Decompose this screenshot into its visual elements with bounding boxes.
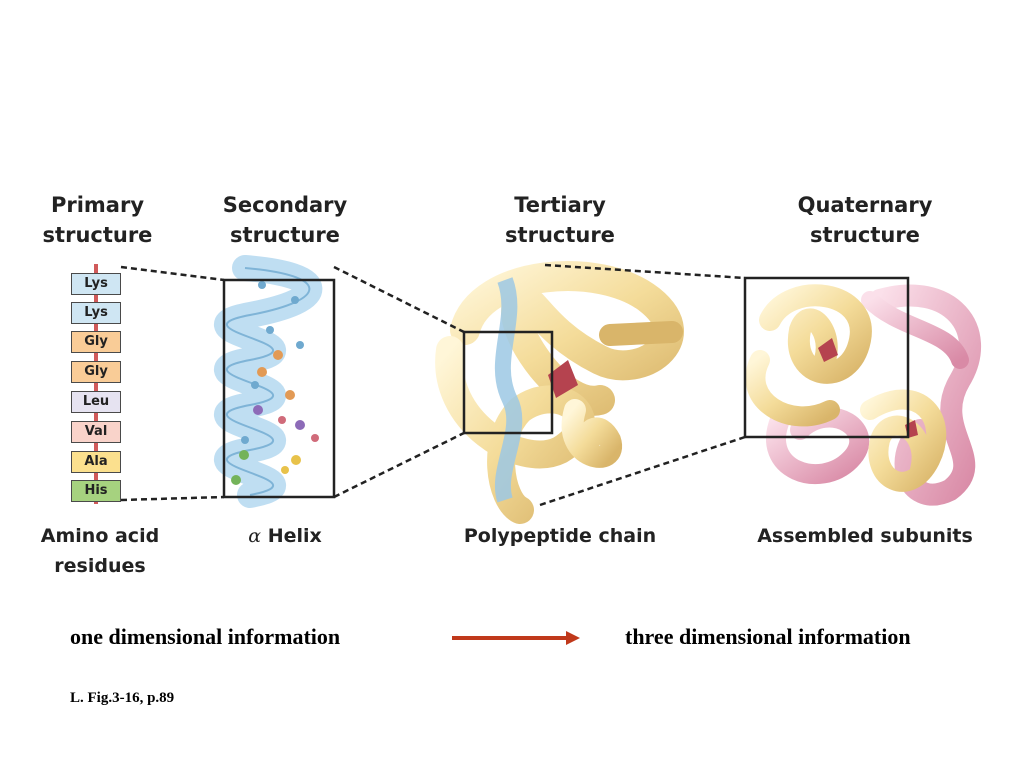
primary-caption: Amino acid residues [20, 521, 180, 581]
primary-structure-heading: Primary structure [30, 190, 165, 250]
secondary-caption: α Helix [215, 521, 355, 551]
quaternary-heading-line2: structure [810, 223, 920, 247]
connector-primary-bottom [120, 495, 225, 502]
quaternary-caption: Assembled subunits [745, 521, 985, 551]
tertiary-heading-line2: structure [505, 223, 615, 247]
helix-frame [222, 278, 336, 499]
information-arrow [452, 631, 580, 645]
tertiary-frame [462, 330, 554, 435]
primary-caption-line1: Amino acid [40, 525, 160, 547]
residue-box: Ala [71, 451, 121, 473]
residue-box: Lys [71, 273, 121, 295]
assembled-subunits-label: Assembled subunits [757, 525, 973, 547]
figure-reference: L. Fig.3-16, p.89 [70, 690, 175, 706]
residue-box: Val [71, 421, 121, 443]
secondary-heading-line1: Secondary [222, 193, 348, 217]
tertiary-heading-line1: Tertiary [514, 193, 606, 217]
connector-tertiary-top [544, 263, 746, 280]
residue-box: Lys [71, 302, 121, 324]
residue-box: Gly [71, 361, 121, 383]
primary-heading-line2: structure [42, 223, 153, 247]
alpha-symbol: α [248, 525, 262, 547]
quaternary-structure-heading: Quaternary structure [780, 190, 950, 250]
quaternary-structure-illustration [743, 276, 982, 506]
tertiary-structure-heading: Tertiary structure [480, 190, 640, 250]
primary-caption-line2: residues [54, 555, 146, 577]
residue-box: His [71, 480, 121, 502]
primary-heading-line1: Primary [50, 193, 145, 217]
residue-box: Gly [71, 331, 121, 353]
connector-secondary-top [333, 265, 465, 334]
connector-secondary-bottom [333, 431, 465, 499]
secondary-structure-heading: Secondary structure [205, 190, 365, 250]
secondary-heading-line2: structure [230, 223, 340, 247]
three-dimensional-information-label: three dimensional information [625, 624, 911, 649]
quaternary-frame [743, 276, 910, 439]
alpha-helix-illustration [213, 255, 336, 508]
helix-label: Helix [267, 525, 322, 547]
quaternary-heading-line1: Quaternary [797, 193, 933, 217]
one-dimensional-information-label: one dimensional information [70, 624, 341, 649]
polypeptide-chain-label: Polypeptide chain [463, 525, 657, 547]
connector-tertiary-bottom [539, 435, 746, 507]
tertiary-caption: Polypeptide chain [440, 521, 680, 551]
residue-box: Leu [71, 391, 121, 413]
connector-primary-top [120, 265, 225, 282]
tertiary-structure-illustration [435, 261, 684, 524]
